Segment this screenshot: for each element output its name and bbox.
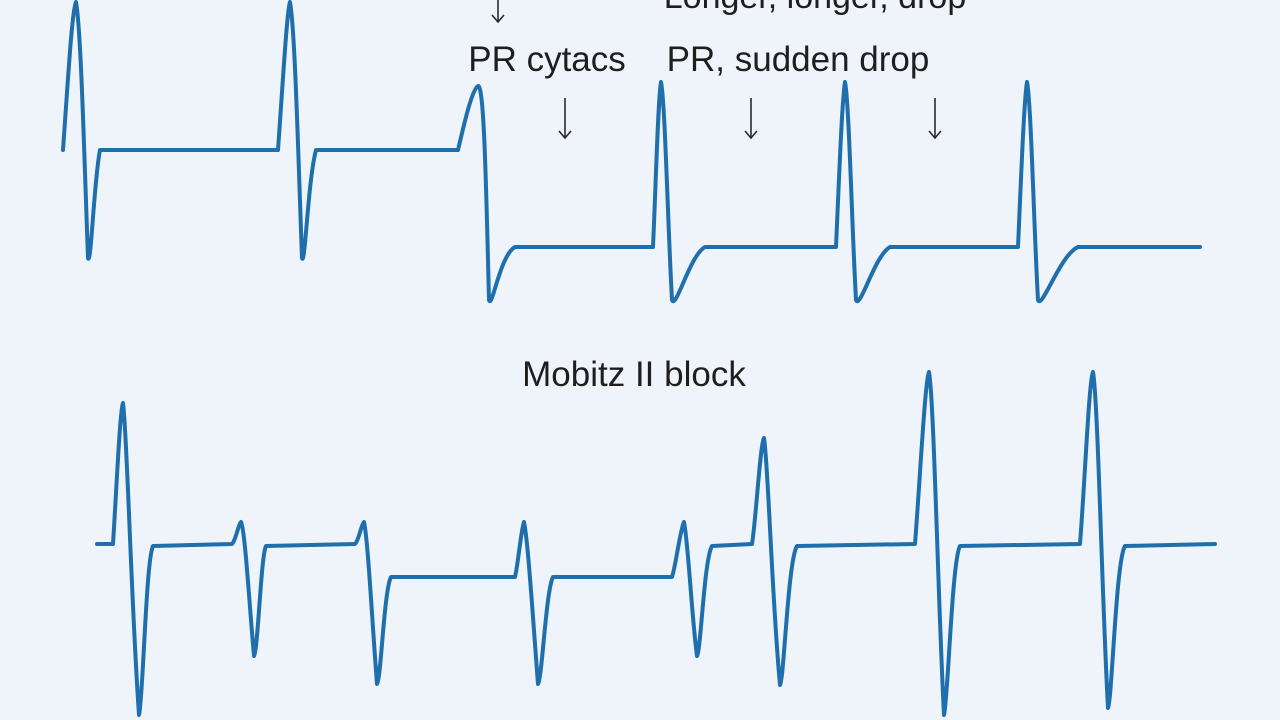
arrow-down-icon [491,0,505,24]
top-caption-label: Longer, longer, drop [664,0,966,16]
section-title-label: Mobitz II block [522,355,746,394]
arrow-down-icon [558,98,572,140]
arrow-down-icon [744,98,758,140]
arrow-down-icon [928,98,942,140]
ecg-trace-bottom [95,370,1217,717]
ecg-trace-top [61,0,1202,304]
pr-left-label: PR cytacs [468,40,626,79]
pr-right-label: PR, sudden drop [667,40,930,79]
